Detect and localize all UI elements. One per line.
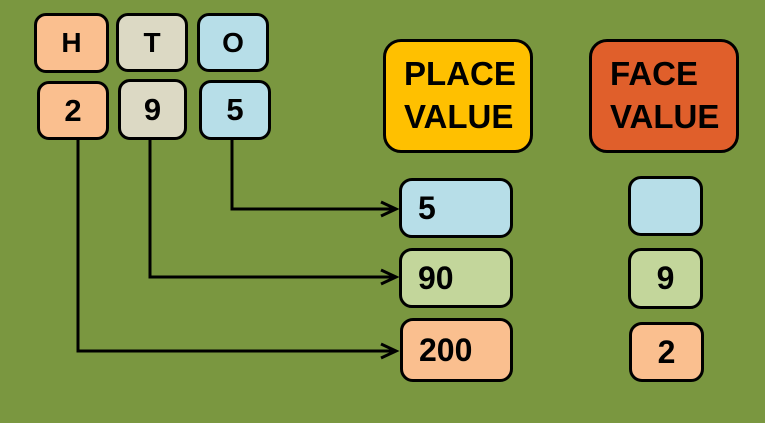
column-label-hundreds: H xyxy=(34,13,109,73)
place-value-hundreds-box: 200 xyxy=(400,318,513,382)
face-value-ones-box xyxy=(628,176,703,236)
face-value-hundreds-box: 2 xyxy=(629,322,704,382)
arrow-tens-line xyxy=(148,139,394,279)
column-label-tens: T xyxy=(116,13,188,72)
arrow-tens-head-icon xyxy=(380,268,400,286)
digit-tens: 9 xyxy=(118,79,187,140)
face-value-header-line1: FACE xyxy=(610,55,699,93)
face-value-tens-box: 9 xyxy=(628,248,703,309)
digit-ones: 5 xyxy=(199,80,271,140)
face-value-header-line2: VALUE xyxy=(610,98,720,135)
arrow-hundreds-head-icon xyxy=(380,342,400,360)
arrow-ones-head-icon xyxy=(380,200,400,218)
face-value-header: FACE VALUE xyxy=(589,39,739,153)
place-value-header-line2: VALUE xyxy=(404,98,514,135)
place-value-tens-box: 90 xyxy=(399,248,513,308)
digit-hundreds: 2 xyxy=(37,81,109,140)
place-value-ones-box: 5 xyxy=(399,178,513,238)
arrow-ones-line xyxy=(230,139,394,211)
place-value-header-line1: PLACE xyxy=(404,55,516,93)
column-label-ones: O xyxy=(197,13,269,72)
arrow-hundreds-line xyxy=(76,139,394,353)
place-value-header: PLACE VALUE xyxy=(383,39,533,153)
